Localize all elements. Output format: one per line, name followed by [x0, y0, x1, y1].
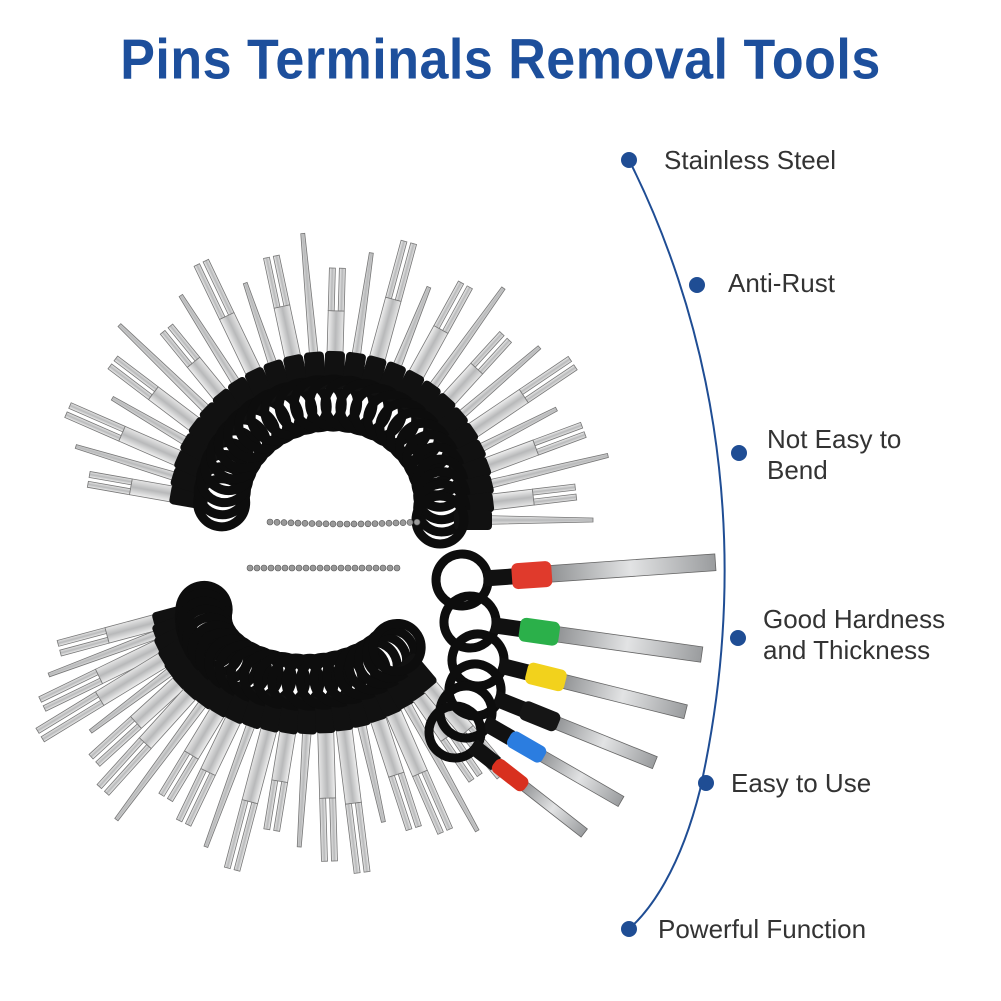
feature-label: Easy to Use	[731, 768, 872, 798]
ball-chain	[246, 518, 421, 572]
bullet-dot	[698, 775, 714, 791]
feature-label: Powerful Function	[658, 914, 867, 944]
feature-label: Anti-Rust	[728, 268, 835, 298]
bullet-dot	[621, 152, 637, 168]
removal-tool	[35, 604, 235, 743]
feature-label: Not Easy to Bend	[767, 424, 902, 485]
sleeved-pin-tool	[424, 701, 588, 838]
bullet-dot	[621, 921, 637, 937]
sleeved-pin-tool	[435, 681, 625, 808]
bullet-dot	[689, 277, 705, 293]
upper-tool-group	[64, 232, 609, 549]
bullet-dot	[730, 630, 746, 646]
feature-label: Stainless Steel	[664, 145, 836, 175]
bullet-dot	[731, 445, 747, 461]
feature-label: Good Hardness and Thickness	[763, 604, 946, 665]
lower-tool-group	[35, 580, 510, 874]
removal-tool	[107, 355, 264, 484]
page-title: Pins Terminals Removal Tools	[120, 28, 881, 92]
removal-tool	[158, 640, 272, 803]
